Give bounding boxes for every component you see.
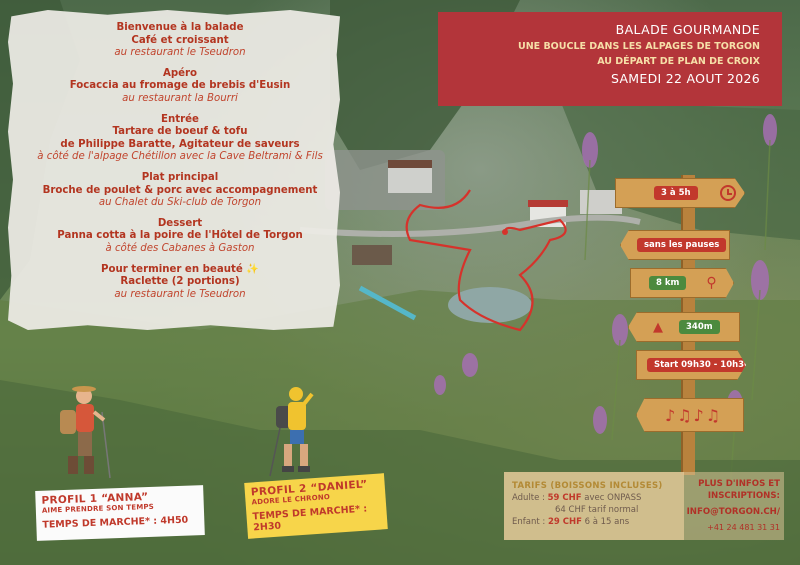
mountain-icon: ▲ — [653, 319, 663, 335]
course-place: au restaurant le Tseudron — [114, 288, 246, 300]
course-place: à côté des Cabanes à Gaston — [105, 242, 255, 254]
info-heading: PLUS D'INFOS ET — [698, 479, 780, 489]
sign-elevation: ▲ 340m — [628, 312, 740, 342]
event-date: SAMEDI 22 AOUT 2026 — [610, 71, 760, 86]
adult-label: Adulte : — [512, 493, 545, 503]
course-title: Entrée — [161, 113, 199, 125]
child-price-note: 6 à 15 ans — [584, 517, 630, 527]
menu-course: Entrée Tartare de boeuf & tofu de Philip… — [20, 114, 340, 164]
distance-badge: 8 km — [649, 276, 687, 290]
info-heading-2: INSCRIPTIONS: — [707, 491, 780, 501]
hiker-daniel-illustration — [269, 387, 314, 477]
course-title: Plat principal — [141, 171, 219, 183]
sign-pauses: sans les pauses — [620, 230, 730, 260]
adult-price-row: Adulte : 59 CHF avec ONPASS — [512, 492, 676, 504]
menu-backdrop — [8, 10, 340, 330]
pricing-title: TARIFS (BOISSONS INCLUSES) — [512, 481, 663, 491]
contact-phone[interactable]: +41 24 481 31 31 — [707, 523, 780, 532]
course-dish: Broche de poulet & porc avec accompagnem… — [42, 184, 318, 196]
course-title: Apéro — [162, 67, 198, 79]
menu-course: Pour terminer en beauté ✨ Raclette (2 po… — [20, 264, 340, 302]
hiker-anna-illustration — [60, 386, 111, 479]
course-title: Bienvenue à la balade — [116, 22, 244, 33]
course-dish: Raclette (2 portions) — [120, 276, 240, 288]
course-dish: Focaccia au fromage de brebis d'Eusin — [69, 80, 291, 92]
contact-info: PLUS D'INFOS ET INSCRIPTIONS: INFO@TORGO… — [684, 472, 784, 540]
pricing-box: TARIFS (BOISSONS INCLUSES) Adulte : 59 C… — [504, 472, 684, 540]
duration-badge: 3 à 5h — [654, 186, 698, 200]
child-price: 29 CHF — [547, 517, 582, 527]
music-icon: ♪♫♪♫ — [665, 405, 723, 425]
child-price-row: Enfant : 29 CHF 6 à 15 ans — [512, 516, 676, 528]
profile-card-anna: PROFIL 1 “ANNA” AIME PRENDRE SON TEMPS T… — [35, 485, 205, 541]
sign-start: Start 09h30 - 10h30 — [636, 350, 746, 380]
menu-course: Bienvenue à la balade Café et croissant … — [20, 22, 340, 60]
child-label: Enfant : — [512, 517, 546, 527]
contact-email-link[interactable]: INFO@TORGON.CH/ — [686, 507, 780, 517]
menu-course: Dessert Panna cotta à la poire de l'Hôte… — [20, 218, 340, 256]
event-subtitle: UNE BOUCLE DANS LES ALPAGES DE TORGON — [517, 41, 760, 52]
sign-duration: 3 à 5h — [615, 178, 745, 208]
menu-course: Apéro Focaccia au fromage de brebis d'Eu… — [20, 68, 340, 106]
course-dish: Panna cotta à la poire de l'Hôtel de Tor… — [57, 230, 303, 242]
course-dish: Tartare de boeuf & tofu — [112, 126, 248, 138]
start-time-badge: Start 09h30 - 10h30 — [647, 358, 746, 372]
profile-walk-time: TEMPS DE MARCHE* : 2H30 — [252, 503, 368, 534]
profile-card-daniel: PROFIL 2 “DANIEL” ADORE LE CHRONO TEMPS … — [244, 473, 388, 539]
elevation-badge: 340m — [679, 320, 720, 334]
map-pin-icon: ⚲ — [706, 275, 717, 291]
event-title: BALADE GOURMANDE — [615, 22, 760, 37]
course-dish: Café et croissant — [131, 34, 229, 46]
event-header: BALADE GOURMANDE UNE BOUCLE DANS LES ALP… — [438, 12, 782, 106]
course-place: à côté de l'alpage Chétillon avec la Cav… — [37, 151, 323, 163]
course-title: Pour terminer en beauté ✨ — [101, 263, 259, 275]
course-place: au restaurant le Tseudron — [114, 47, 246, 59]
event-departure: AU DÉPART DE PLAN DE CROIX — [597, 56, 760, 67]
adult-alt-price: 64 CHF tarif normal — [555, 505, 639, 515]
menu-course: Plat principal Broche de poulet & porc a… — [20, 172, 340, 210]
course-place: au Chalet du Ski-club de Torgon — [98, 197, 262, 209]
course-place: au restaurant la Bourri — [122, 92, 238, 104]
sign-distance: 8 km ⚲ — [630, 268, 734, 298]
menu-list: Bienvenue à la balade Café et croissant … — [20, 22, 340, 309]
course-dish: de Philippe Baratte, Agitateur de saveur… — [60, 138, 300, 150]
clock-icon — [719, 185, 736, 201]
course-title: Dessert — [157, 217, 203, 229]
profile-walk-time: TEMPS DE MARCHE* : 4H50 — [42, 514, 189, 531]
adult-price: 59 CHF — [547, 493, 582, 503]
adult-price-note: avec ONPASS — [584, 493, 642, 503]
pauses-badge: sans les pauses — [637, 238, 727, 252]
sign-music: ♪♫♪♫ — [636, 398, 744, 432]
